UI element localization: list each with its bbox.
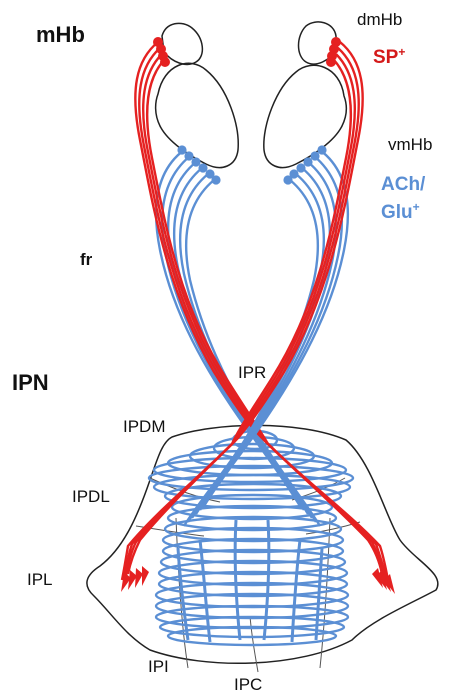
ipn-blue-arborization (149, 431, 353, 645)
habenula-outlines (156, 22, 347, 168)
left-blue-somata (177, 145, 220, 184)
label-ipdl: IPDL (72, 487, 110, 506)
arrowhead (135, 568, 143, 588)
right-vmhb-outline (264, 65, 347, 167)
label-ipdm: IPDM (123, 417, 166, 436)
label-dmhb: dmHb (357, 10, 402, 29)
label-fr: fr (80, 250, 93, 269)
label-ipc: IPC (234, 675, 262, 694)
label-glu: Glu+ (381, 200, 420, 223)
label-ach: ACh/ (381, 174, 426, 195)
label-mhb: mHb (36, 22, 85, 47)
label-ipn: IPN (12, 370, 49, 395)
label-vmhb: vmHb (388, 135, 432, 154)
right-blue-somata (283, 145, 326, 184)
label-sp-superscript: + (398, 45, 405, 59)
label-glu-superscript: + (413, 200, 420, 214)
label-ipl: IPL (27, 570, 53, 589)
label-ipr: IPR (238, 363, 266, 382)
left-vmhb-outline (156, 63, 239, 167)
label-sp-text: SP (373, 47, 399, 68)
arrowhead (142, 566, 149, 586)
label-sp: SP+ (373, 45, 405, 68)
right-red-somata (326, 37, 341, 67)
label-glu-text: Glu (381, 202, 413, 223)
label-ipi: IPI (148, 657, 169, 676)
